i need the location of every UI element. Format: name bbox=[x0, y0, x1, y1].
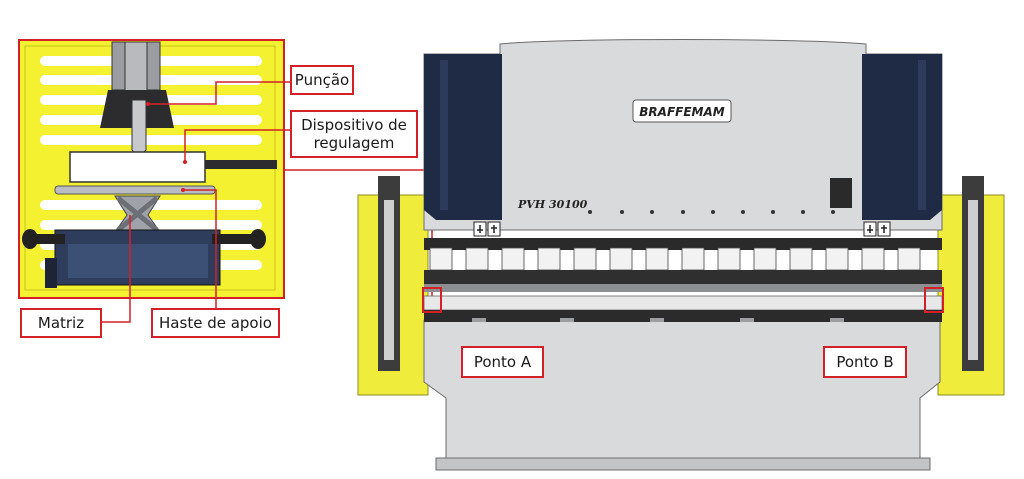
callout-puncao: Punção bbox=[290, 65, 354, 95]
detail-leader-lines bbox=[102, 81, 290, 323]
safety-warning-icon bbox=[863, 221, 891, 237]
callout-matriz: Matriz bbox=[20, 308, 102, 338]
die bbox=[114, 195, 161, 233]
punch bbox=[100, 41, 174, 159]
press-brake bbox=[357, 39, 1005, 471]
brand-plate bbox=[632, 99, 732, 123]
callout-dispositivo-de-regulagem: Dispositivo de regulagem bbox=[290, 110, 418, 158]
point-a-marker bbox=[422, 287, 442, 313]
brand-logo: BRAFFEMAM bbox=[639, 105, 724, 119]
callout-dispositivo-line1: Dispositivo de bbox=[301, 116, 407, 134]
callout-haste-de-apoio: Haste de apoio bbox=[151, 308, 280, 338]
callout-ponto-b: Ponto B bbox=[823, 346, 907, 378]
callout-dispositivo-line2: regulagem bbox=[313, 134, 395, 152]
adjusting-device bbox=[69, 151, 277, 183]
punch-clamps bbox=[429, 247, 921, 271]
callout-ponto-a: Ponto A bbox=[461, 346, 544, 378]
vise bbox=[22, 229, 266, 288]
model-label: PVH 30100 bbox=[517, 198, 588, 211]
safety-warning-icon bbox=[473, 221, 501, 237]
detail-view bbox=[18, 39, 290, 323]
point-b-marker bbox=[924, 287, 944, 313]
